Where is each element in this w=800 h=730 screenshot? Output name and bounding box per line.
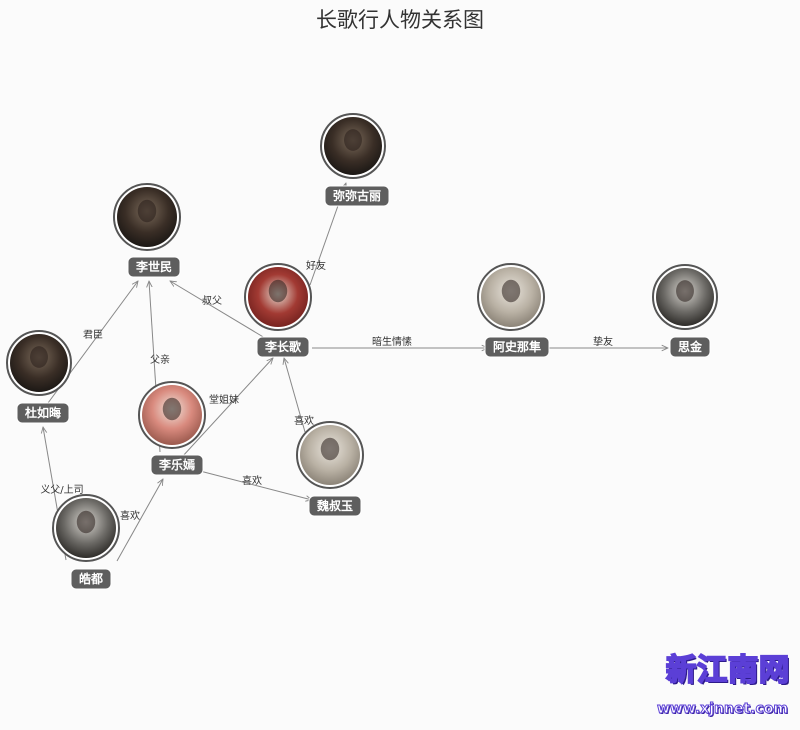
edge-label: 暗生情愫 (372, 335, 412, 348)
name-label-bg (70, 568, 112, 590)
edge-label: 君臣 (83, 329, 103, 341)
name-label-bg (256, 336, 310, 358)
edge-label: 喜欢 (242, 474, 262, 487)
edge-leyan-changge (181, 358, 273, 458)
portrait-figure (320, 437, 340, 461)
diagram-title: 长歌行人物关系图 (316, 8, 484, 32)
name-label: 李世民 (135, 259, 172, 274)
name-label-bg (669, 336, 711, 358)
name-label-bg (16, 402, 70, 424)
edge-label: 挚友 (593, 335, 613, 348)
edge-leyan-weishuyu (199, 470, 312, 500)
edge-label: 喜欢 (294, 414, 314, 427)
watermark-brand: 新江南网 (665, 652, 790, 689)
name-label-bg (150, 454, 204, 476)
name-label-bg (484, 336, 550, 358)
portrait-figure (501, 279, 521, 303)
edge-label: 父亲 (150, 353, 170, 366)
node-shimin[interactable]: 李世民 (113, 183, 181, 278)
edge-label: 义父/上司 (40, 484, 83, 496)
name-label: 阿史那隼 (493, 339, 541, 354)
node-mimi[interactable]: 弥弥古丽 (320, 113, 390, 207)
edge-label: 堂姐妹 (209, 393, 239, 406)
edge-label: 叔父 (202, 295, 222, 307)
node-leyan[interactable]: 李乐嫣 (138, 381, 206, 476)
name-label: 杜如晦 (25, 405, 61, 420)
portrait-figure (268, 279, 288, 303)
node-weishuyu[interactable]: 魏叔玉 (296, 421, 364, 517)
name-label-bg (324, 185, 390, 207)
portrait-figure (76, 510, 96, 534)
name-label: 思金 (678, 339, 703, 354)
name-label: 李长歌 (264, 339, 302, 354)
portrait-figure (344, 129, 362, 151)
node-duruhui[interactable]: 杜如晦 (6, 330, 72, 424)
name-label: 李乐嫣 (158, 457, 195, 472)
name-label-bg (127, 256, 181, 278)
portrait-figure (676, 280, 694, 302)
watermark-url: www.xjnnet.com (657, 701, 789, 718)
name-label: 弥弥古丽 (333, 188, 381, 203)
node-ashina[interactable]: 阿史那隼 (477, 263, 550, 358)
edge-changge-shimin (170, 281, 266, 339)
edge-label: 喜欢 (120, 509, 140, 522)
portrait-figure (162, 397, 182, 421)
node-sijin[interactable]: 思金 (652, 264, 718, 358)
edge-weishuyu-changge (284, 358, 306, 433)
node-changge[interactable]: 李长歌 (244, 263, 312, 358)
portrait-figure (30, 346, 48, 368)
name-label: 魏叔玉 (316, 498, 353, 513)
name-label: 皓都 (79, 571, 103, 586)
node-haodu[interactable]: 皓都 (52, 494, 120, 590)
portrait-figure (137, 199, 157, 223)
name-label-bg (308, 495, 362, 517)
edge-haodu-leyan (116, 479, 163, 562)
edge-label: 好友 (306, 259, 326, 272)
